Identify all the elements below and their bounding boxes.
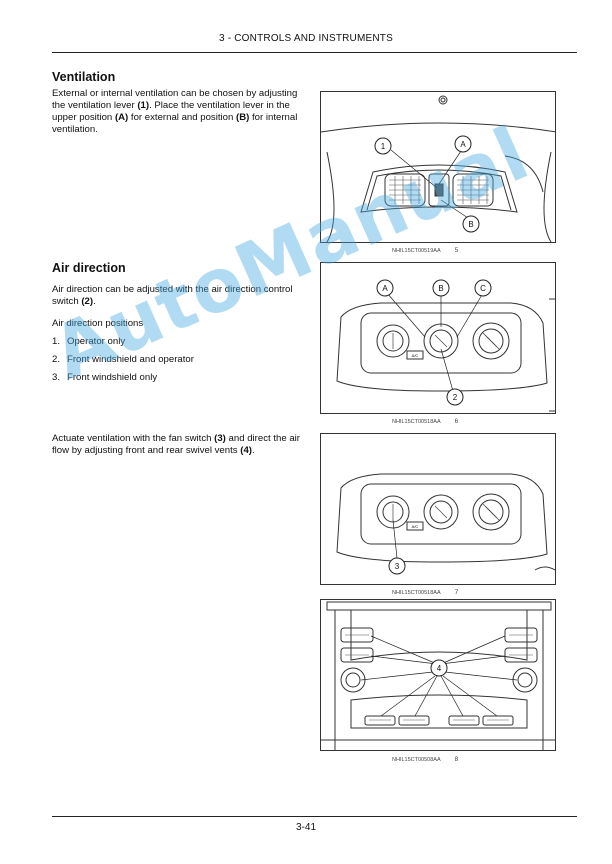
callout-b [462,215,480,233]
footer-rule [52,816,577,817]
air-direction-paragraph: Air direction can be adjusted with the a… [52,284,293,307]
callout-label: C [480,284,486,293]
page-header-title: 3 - CONTROLS AND INSTRUMENTS [219,33,393,44]
positions-list: 1.Operator only 2.Front windshield and o… [52,336,312,390]
callout-label: 2 [453,393,458,402]
page-number: 3-41 [295,822,316,833]
callout-label: B [438,284,443,293]
figure-swivel-vents: 4 [320,599,556,751]
ventilation-paragraph: External or internal ventilation can be … [52,88,298,135]
callout-a [454,135,472,153]
callout-label: A [382,284,388,293]
callout-1 [374,137,392,155]
callout-a [376,279,394,297]
figure-fan-switch: 3 A/C [320,433,556,585]
fan-switch-paragraph: Actuate ventilation with the fan switch … [52,433,300,456]
callout-label: B [468,220,473,229]
callout-3 [388,557,406,575]
dial-label: A/C [412,524,419,529]
list-item: 3.Front windshield only [52,372,158,383]
callout-label: 1 [381,142,386,151]
figure-air-direction-switch: A B C 2 A/C [320,262,556,414]
callout-label: 3 [395,562,400,571]
figure-ventilation-lever: 1 A B [320,91,556,243]
section-title-ventilation: Ventilation [52,70,116,84]
callout-b [432,279,450,297]
callout-c [474,279,492,297]
section-title-air-direction: Air direction [52,261,126,275]
list-item: 1.Operator only [52,336,126,347]
dial-label: A/C [412,353,419,358]
callout-4 [430,659,448,677]
callout-label: 4 [437,664,442,673]
callout-2 [446,388,464,406]
positions-heading: Air direction positions [52,318,144,329]
list-item: 2.Front windshield and operator [52,354,194,365]
callout-label: A [460,140,466,149]
header-rule [52,52,577,53]
